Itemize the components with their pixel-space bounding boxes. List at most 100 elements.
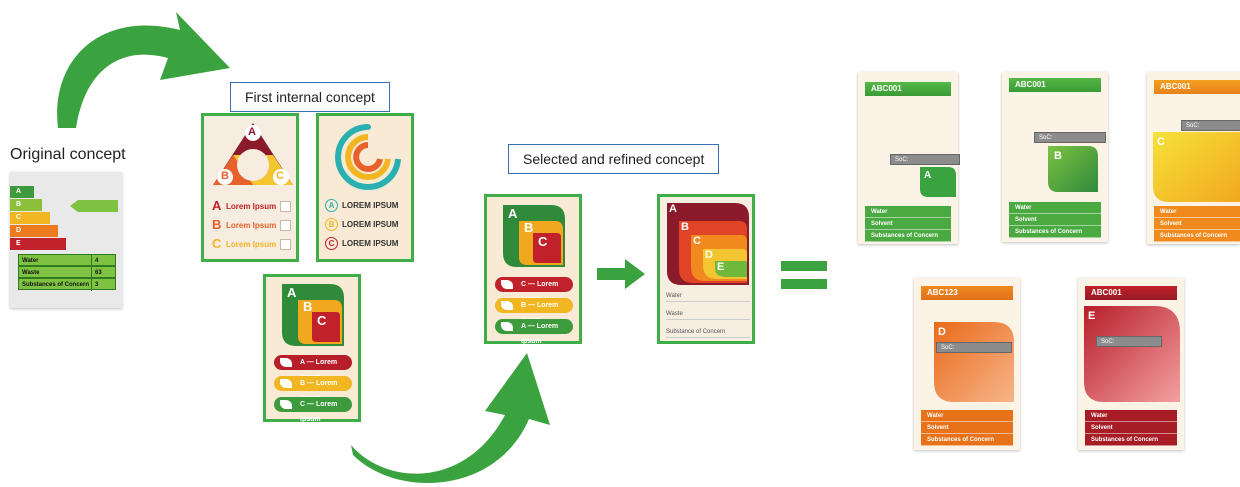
soc-label: SoC: [1034, 132, 1106, 143]
checkbox [280, 239, 291, 250]
card-header: ABC123 [921, 286, 1013, 300]
card-header: ABC001 [1009, 78, 1101, 92]
row-water: Water [1154, 206, 1240, 218]
refined-row-water: Water [666, 293, 750, 302]
row-solvent: Solvent [1085, 422, 1177, 434]
final-card-a: ABC001 SoC: A Water Solvent Substances o… [858, 72, 960, 244]
leaf-concept-frame-bottom: A B C A — Lorem Ipsum B — Lorem Ipsum C … [263, 274, 361, 423]
triangle-row-c: C Lorem Ipsum [212, 236, 296, 252]
row-soc: Substances of Concern [1085, 434, 1177, 446]
leaf-letter-b: B [524, 220, 534, 235]
leaf-letter-a: A [287, 285, 297, 300]
stacked-leaf-icon [503, 205, 565, 267]
grade-letter: A [924, 170, 932, 181]
leaf-letter-c: C [538, 234, 548, 249]
leaf-concept-frame-mid: A B C C — Lorem Ipsum B — Lorem Ipsum A … [484, 194, 582, 345]
leaf-letter-b: B [303, 299, 313, 314]
circle-letter-c: C [325, 237, 338, 250]
selected-refined-concept-caption: Selected and refined concept [508, 144, 720, 174]
pill-c: C — Lorem Ipsum [495, 277, 573, 303]
ring-row-c: C LOREM IPSUM [325, 236, 411, 252]
row-solvent: Solvent [921, 422, 1013, 434]
right-arrow-icon [597, 259, 645, 289]
equals-icon [781, 261, 827, 289]
triangle-letter-a: A [248, 126, 256, 138]
row-solvent: Solvent [1154, 218, 1240, 230]
circle-letter-b: B [325, 218, 338, 231]
ring-concept-frame: A LOREM IPSUM B LOREM IPSUM C LOREM IPSU… [316, 113, 414, 262]
final-card-c: ABC001 SoC: C Water Solvent Substances o… [1147, 72, 1240, 244]
grade-leaf-icon [1048, 146, 1098, 192]
grade-bar-b: B [10, 199, 42, 211]
refined-row-soc: Substance of Concern [666, 329, 750, 338]
refined-letter-d: D [705, 249, 713, 261]
grade-bar-c: C [10, 212, 50, 224]
refined-row-waste: Waste [666, 311, 750, 320]
pill-a: A — Lorem Ipsum [274, 355, 352, 381]
refined-letter-e: E [717, 261, 725, 273]
soc-label: SoC: [1181, 120, 1240, 131]
checkbox [280, 220, 291, 231]
row-water: Water [921, 410, 1013, 422]
grade-bar-e: E [10, 238, 66, 250]
row-soc: Substances of Concern [921, 434, 1013, 446]
grade-bar-d: D [10, 225, 58, 237]
grade-letter: E [1088, 310, 1096, 322]
row-water: Water [865, 206, 951, 218]
leaf-letter-c: C [317, 313, 327, 328]
triangle-letter-c: C [276, 170, 284, 182]
pill-c: C — Lorem Ipsum [274, 397, 352, 423]
refined-concept-frame: A B C D E Water Waste Substance of Conce… [657, 194, 755, 344]
grade-leaf-icon [934, 322, 1014, 402]
refined-letter-b: B [681, 221, 689, 233]
soc-label: SoC: [890, 154, 960, 165]
ring-chart-icon [335, 124, 401, 190]
pill-b: B — Lorem Ipsum [274, 376, 352, 402]
pill-b: B — Lorem Ipsum [495, 298, 573, 324]
first-internal-concept-caption: First internal concept [230, 82, 390, 112]
grade-leaf-icon [920, 167, 956, 197]
soc-label: SoC: [936, 342, 1012, 353]
leaf-letter-a: A [508, 206, 518, 221]
final-card-b: ABC001 SoC: B Water Solvent Substances o… [1002, 72, 1108, 242]
curved-arrow-icon-top [57, 12, 230, 128]
ring-row-b: B LOREM IPSUM [325, 217, 411, 233]
original-concept-caption: Original concept [10, 146, 126, 163]
row-soc: Substances of Concern [865, 230, 951, 242]
card-header: ABC001 [1085, 286, 1177, 300]
triangle-letter-b: B [221, 170, 229, 182]
refined-letter-a: A [669, 203, 677, 215]
triangle-row-a: A Lorem Ipsum [212, 198, 296, 214]
nested-leaf-icon [667, 203, 749, 285]
row-water: Water [1009, 202, 1101, 214]
pointer-arrow-icon [70, 200, 118, 212]
row-water: Water [1085, 410, 1177, 422]
row-soc: Substances of Concern [1009, 226, 1101, 238]
triangle-ring-icon [213, 123, 293, 185]
grade-leaf-icon [1153, 132, 1240, 202]
row-soc: Substances of Concern [1154, 230, 1240, 242]
card-header: ABC001 [865, 82, 951, 96]
triangle-row-b: B Lorem Ipsum [212, 217, 296, 233]
grade-letter: C [1157, 136, 1165, 148]
grade-leaf-icon [1084, 306, 1180, 402]
checkbox [280, 201, 291, 212]
stacked-leaf-icon [282, 284, 344, 346]
refined-letter-c: C [693, 235, 701, 247]
circle-letter-a: A [325, 199, 338, 212]
row-solvent: Solvent [865, 218, 951, 230]
grade-bar-a: A [10, 186, 34, 198]
card-header: ABC001 [1154, 80, 1240, 94]
triangle-concept-frame: A B C A Lorem Ipsum B Lorem Ipsum C Lore… [201, 113, 299, 262]
pill-a: A — Lorem Ipsum [495, 319, 573, 345]
soc-label: SoC: [1096, 336, 1162, 347]
final-card-e: ABC001 E SoC: Water Solvent Substances o… [1078, 278, 1184, 450]
grade-letter: D [938, 326, 946, 338]
ring-row-a: A LOREM IPSUM [325, 198, 411, 214]
curved-arrow-icon-bottom [351, 353, 550, 484]
